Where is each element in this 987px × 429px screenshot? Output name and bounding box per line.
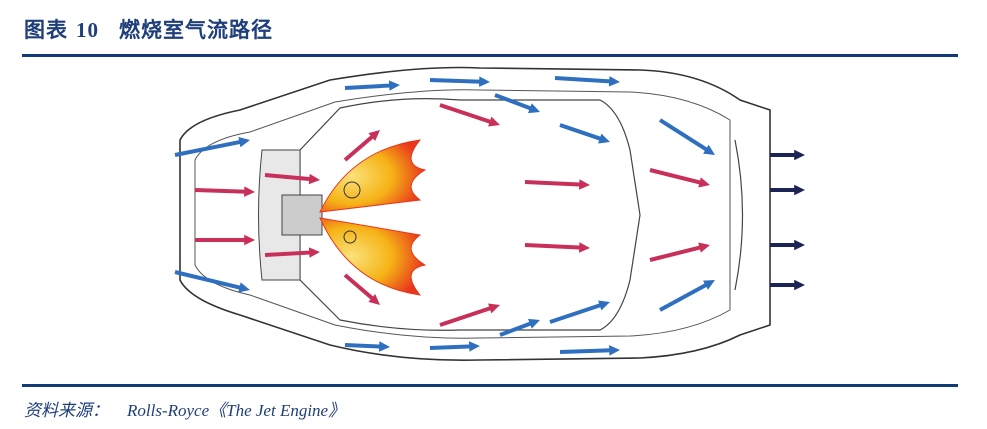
inflow-air-arrow [658, 118, 715, 155]
fuel-injector [281, 194, 323, 236]
figure-title-text: 燃烧室气流路径 [119, 17, 273, 42]
flame-lower [319, 217, 427, 296]
fuel-droplet [343, 181, 361, 199]
inflow-air-arrow [429, 341, 480, 352]
mixing-air-arrow [524, 242, 590, 253]
source-text: Rolls-Royce《The Jet Engine》 [127, 401, 346, 420]
flame-upper [319, 139, 427, 213]
mixing-air-arrow [649, 242, 710, 262]
inflow-air-arrow [659, 280, 715, 312]
top-rule [22, 54, 958, 57]
exhaust-air-arrow [770, 149, 805, 161]
mixing-air-arrow [194, 186, 255, 197]
inflow-air-arrow [494, 93, 540, 114]
source-caption: 资料来源： Rolls-Royce《The Jet Engine》 [24, 396, 345, 421]
figure-label: 图表 [24, 17, 68, 42]
mixing-air-arrow [264, 173, 320, 185]
swirler [258, 149, 301, 281]
outer-casing [179, 66, 771, 361]
figure-number: 10 [76, 18, 99, 42]
bottom-rule [22, 384, 958, 387]
inflow-air-arrow [559, 123, 610, 144]
inflow-air-arrow [499, 318, 540, 337]
inflow-air-arrow [174, 137, 250, 157]
inflow-air-arrow [344, 341, 390, 352]
inflow-air-arrow [559, 345, 620, 356]
inflow-air-arrow [344, 80, 400, 91]
exhaust-air-arrow [770, 239, 805, 251]
mixing-air-arrow [524, 179, 590, 190]
inflow-air-arrow [554, 76, 620, 87]
exhaust-air-arrow [770, 279, 805, 291]
inflow-air-arrow [429, 76, 490, 87]
fuel-droplet [343, 230, 357, 244]
mixing-air-arrow [343, 273, 380, 305]
figure-title: 图表 10 燃烧室气流路径 [24, 14, 273, 44]
mixing-air-arrow [439, 103, 500, 127]
mixing-air-arrow [264, 247, 320, 258]
source-label: 资料来源： [24, 401, 109, 421]
inner-casing [194, 89, 731, 339]
mixing-air-arrow [343, 130, 380, 162]
mixing-air-arrow [649, 168, 710, 188]
mixing-air-arrow [195, 234, 255, 246]
exhaust-air-arrow [770, 184, 805, 196]
mixing-air-arrow [439, 303, 500, 327]
nozzle-ring [734, 139, 744, 291]
inflow-air-arrow [174, 270, 250, 293]
inflow-air-arrow [549, 300, 610, 324]
